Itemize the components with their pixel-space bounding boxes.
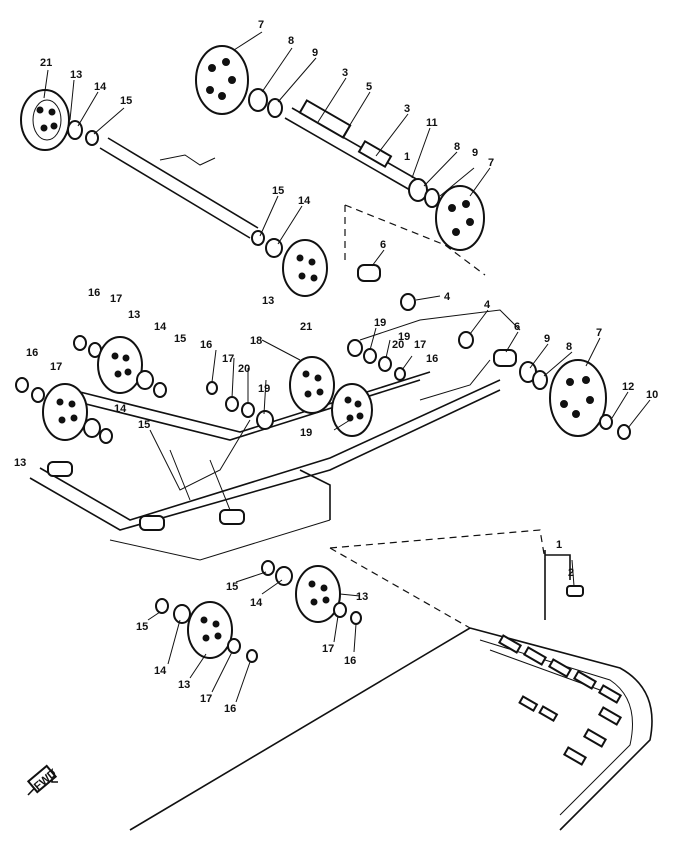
callout-3b: 3 bbox=[404, 103, 410, 115]
callout-3: 3 bbox=[342, 67, 348, 79]
callout-17b: 17 bbox=[50, 361, 62, 373]
callout-17e: 17 bbox=[322, 643, 334, 655]
callout-10: 10 bbox=[646, 389, 658, 401]
sprocket-part-7-lower bbox=[435, 185, 485, 251]
bolt-part-4-upper bbox=[400, 293, 416, 311]
wheel-part-13-lower-left bbox=[187, 601, 233, 659]
callout-8c: 8 bbox=[566, 341, 572, 353]
callout-8b: 8 bbox=[454, 141, 460, 153]
callout-5: 5 bbox=[366, 81, 372, 93]
callout-19c: 19 bbox=[398, 331, 410, 343]
callout-14d: 14 bbox=[114, 403, 127, 415]
callout-15: 15 bbox=[120, 95, 132, 107]
front-marker-text: FWD bbox=[32, 767, 59, 792]
collar-part-15-upper bbox=[85, 130, 99, 146]
callout-14e: 14 bbox=[250, 597, 263, 609]
callout-15c: 15 bbox=[174, 333, 186, 345]
sprocket-part-7-upper bbox=[195, 45, 249, 115]
callout-17c: 17 bbox=[222, 353, 234, 365]
callout-16d: 16 bbox=[426, 353, 438, 365]
callout-19d: 19 bbox=[300, 427, 312, 439]
callout-8: 8 bbox=[288, 35, 294, 47]
track-clip-part-2 bbox=[566, 585, 584, 597]
wheel-part-center-lower bbox=[331, 383, 373, 437]
callout-16e: 16 bbox=[344, 655, 356, 667]
callout-13d: 13 bbox=[14, 457, 26, 469]
wheel-part-13-left-upper bbox=[97, 336, 143, 394]
rear-axle-assembly bbox=[20, 45, 486, 311]
callout-4b: 4 bbox=[484, 299, 491, 311]
callout-16b: 16 bbox=[26, 347, 38, 359]
callout-14c: 14 bbox=[154, 321, 167, 333]
washer-part-9-upper bbox=[267, 98, 283, 118]
callout-13c: 13 bbox=[128, 309, 140, 321]
wheel-part-13-inner bbox=[282, 239, 328, 297]
wheel-part-13-lower-right bbox=[295, 565, 341, 623]
callout-17a: 17 bbox=[110, 293, 122, 305]
track-lugs bbox=[497, 634, 623, 766]
callout-20b: 20 bbox=[392, 339, 404, 351]
callout-6b: 6 bbox=[514, 321, 520, 333]
callout-15d: 15 bbox=[138, 419, 150, 431]
callout-7b: 7 bbox=[488, 157, 494, 169]
callout-16c: 16 bbox=[200, 339, 212, 351]
callout-7c: 7 bbox=[596, 327, 602, 339]
sprocket-part-7-front bbox=[549, 359, 607, 437]
callout-14: 14 bbox=[94, 81, 107, 93]
callout-9: 9 bbox=[312, 47, 318, 59]
callout-21b: 21 bbox=[300, 321, 312, 333]
bearing-part-8-lower bbox=[408, 178, 428, 202]
callout-15e: 15 bbox=[226, 581, 238, 593]
callout-13e: 13 bbox=[356, 591, 368, 603]
callout-16f: 16 bbox=[224, 703, 236, 715]
leader-lines bbox=[43, 31, 651, 703]
callout-19b: 19 bbox=[374, 317, 386, 329]
bushing-part-6 bbox=[357, 264, 381, 282]
wheel-part-center-upper bbox=[289, 356, 335, 414]
callout-1a: 1 bbox=[404, 151, 410, 163]
callout-13: 13 bbox=[70, 69, 82, 81]
callout-11: 11 bbox=[426, 117, 438, 129]
callout-13b: 13 bbox=[262, 295, 274, 307]
left-wheel-group bbox=[15, 335, 167, 444]
center-wheel-group bbox=[206, 339, 406, 437]
callout-14b: 14 bbox=[298, 195, 311, 207]
track-assembly bbox=[129, 529, 653, 831]
callout-13f: 13 bbox=[178, 679, 190, 691]
callout-17d: 17 bbox=[414, 339, 426, 351]
callout-21: 21 bbox=[40, 57, 52, 69]
callout-18a: 18 bbox=[250, 335, 262, 347]
collar-part-15-inner bbox=[251, 230, 265, 246]
callout-labels: 21 13 14 15 7 8 9 3 5 3 11 1 8 9 7 15 14… bbox=[14, 19, 658, 715]
callout-4a: 4 bbox=[444, 291, 451, 303]
callout-1b: 1 bbox=[556, 539, 562, 551]
callout-19a: 19 bbox=[258, 383, 270, 395]
callout-14f: 14 bbox=[154, 665, 167, 677]
callout-16a: 16 bbox=[88, 287, 100, 299]
lower-wheel-group bbox=[155, 560, 362, 663]
wheel-part-13-left-lower bbox=[42, 383, 88, 441]
washer-part-9-lower bbox=[424, 188, 440, 208]
callout-20a: 20 bbox=[238, 363, 250, 375]
callout-9c: 9 bbox=[544, 333, 550, 345]
front-right-wheel-group bbox=[458, 331, 631, 440]
callout-6a: 6 bbox=[380, 239, 386, 251]
callout-15b: 15 bbox=[272, 185, 284, 197]
bearing-part-8-upper bbox=[248, 88, 268, 112]
callout-7: 7 bbox=[258, 19, 264, 31]
front-direction-marker: FWD bbox=[26, 764, 59, 796]
callout-17f: 17 bbox=[200, 693, 212, 705]
callout-12: 12 bbox=[622, 381, 634, 393]
callout-9b: 9 bbox=[472, 147, 478, 159]
callout-15f: 15 bbox=[136, 621, 148, 633]
wheel-part-21-upper bbox=[20, 89, 70, 151]
callout-2: 2 bbox=[568, 567, 574, 579]
